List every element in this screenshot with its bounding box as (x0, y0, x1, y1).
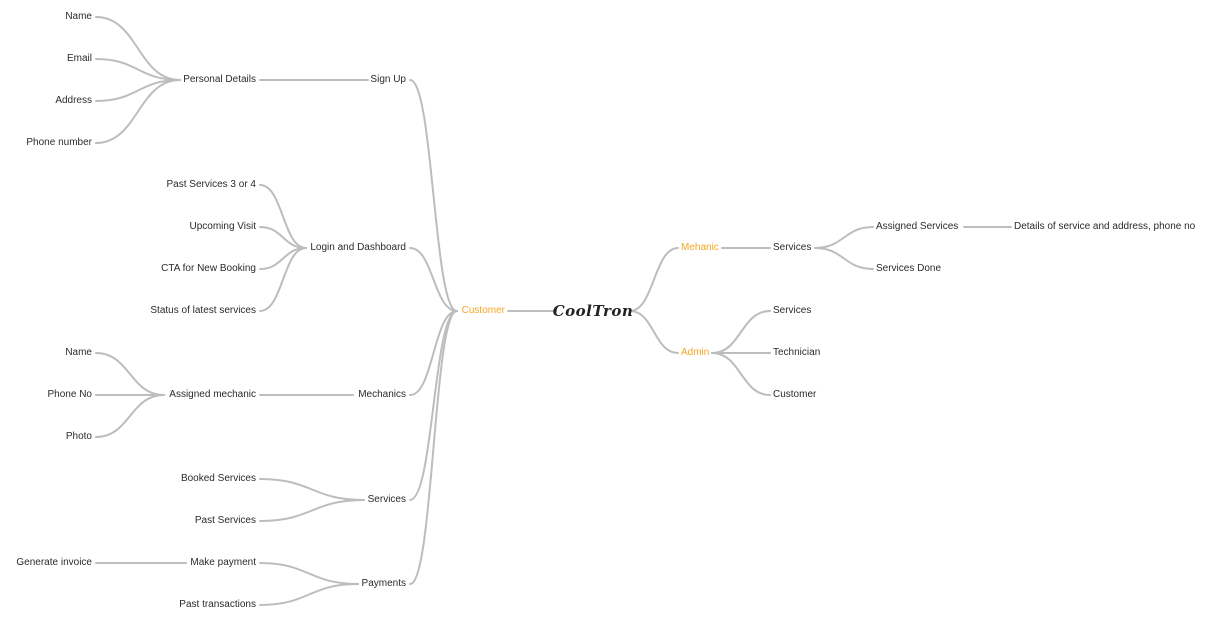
root-node[interactable]: CoolTron (552, 302, 634, 320)
node-assigned-services[interactable]: Assigned Services (876, 221, 959, 232)
edge-mech-services-assigned (814, 226, 874, 249)
node-generate-invoice[interactable]: Generate invoice (16, 557, 92, 568)
edge-admin-item-2 (711, 352, 771, 396)
edge-login-item-3 (259, 247, 307, 312)
node-admin[interactable]: Admin (681, 347, 710, 358)
edge-payments-item-1 (259, 583, 359, 606)
edge-login-item-1 (259, 226, 307, 249)
node-status-latest-services[interactable]: Status of latest services (150, 305, 256, 316)
edge-services-item-0 (259, 478, 365, 501)
node-personal-details[interactable]: Personal Details (183, 74, 256, 85)
node-service-details[interactable]: Details of service and address, phone no (1014, 221, 1196, 232)
node-services-done[interactable]: Services Done (876, 263, 942, 274)
edge-root-mehanic (629, 247, 679, 312)
edge-customer-mechanics (409, 310, 458, 396)
node-name[interactable]: Name (65, 11, 92, 22)
node-customer-services[interactable]: Services (367, 494, 406, 505)
node-past-services-3-or-4[interactable]: Past Services 3 or 4 (166, 179, 256, 190)
edge-customer-signup (409, 79, 458, 312)
edge-mech-services-done (814, 247, 874, 270)
edge-customer-payments (409, 310, 458, 585)
node-assigned-mechanic[interactable]: Assigned mechanic (169, 389, 256, 400)
edge-payments-item-0 (259, 562, 359, 585)
edge-personal-field-0 (95, 16, 181, 81)
node-email[interactable]: Email (66, 53, 92, 64)
node-mechanic-photo[interactable]: Photo (65, 431, 92, 442)
node-customer[interactable]: Customer (461, 305, 505, 316)
node-cta-new-booking[interactable]: CTA for New Booking (161, 263, 256, 274)
node-address[interactable]: Address (55, 95, 92, 106)
edge-assigned-field-0 (95, 352, 165, 396)
node-mechanic-name[interactable]: Name (65, 347, 92, 358)
edge-root-admin (629, 310, 679, 354)
edge-customer-services (409, 310, 458, 501)
node-admin-services[interactable]: Services (773, 305, 812, 316)
node-make-payment[interactable]: Make payment (190, 557, 256, 568)
edge-personal-field-1 (95, 58, 181, 81)
edge-customer-login (409, 247, 458, 312)
edge-login-item-0 (259, 184, 307, 249)
node-upcoming-visit[interactable]: Upcoming Visit (189, 221, 256, 232)
node-admin-customer[interactable]: Customer (773, 389, 817, 400)
edge-personal-field-2 (95, 79, 181, 102)
edge-personal-field-3 (95, 79, 181, 144)
node-admin-technician[interactable]: Technician (773, 347, 821, 358)
node-booked-services[interactable]: Booked Services (180, 473, 256, 484)
node-mechanic-phone[interactable]: Phone No (47, 389, 92, 400)
edge-assigned-field-2 (95, 394, 165, 438)
node-login-dashboard[interactable]: Login and Dashboard (310, 242, 406, 253)
node-mechanic-services[interactable]: Services (773, 242, 812, 253)
node-mechanics[interactable]: Mechanics (358, 389, 406, 400)
node-sign-up[interactable]: Sign Up (370, 74, 406, 85)
node-phone-number[interactable]: Phone number (26, 137, 92, 148)
node-past-transactions[interactable]: Past transactions (179, 599, 256, 610)
node-payments[interactable]: Payments (361, 578, 406, 589)
node-mehanic[interactable]: Mehanic (681, 242, 719, 253)
node-past-services[interactable]: Past Services (194, 515, 256, 526)
edge-admin-item-0 (711, 310, 771, 354)
edge-services-item-1 (259, 499, 365, 522)
